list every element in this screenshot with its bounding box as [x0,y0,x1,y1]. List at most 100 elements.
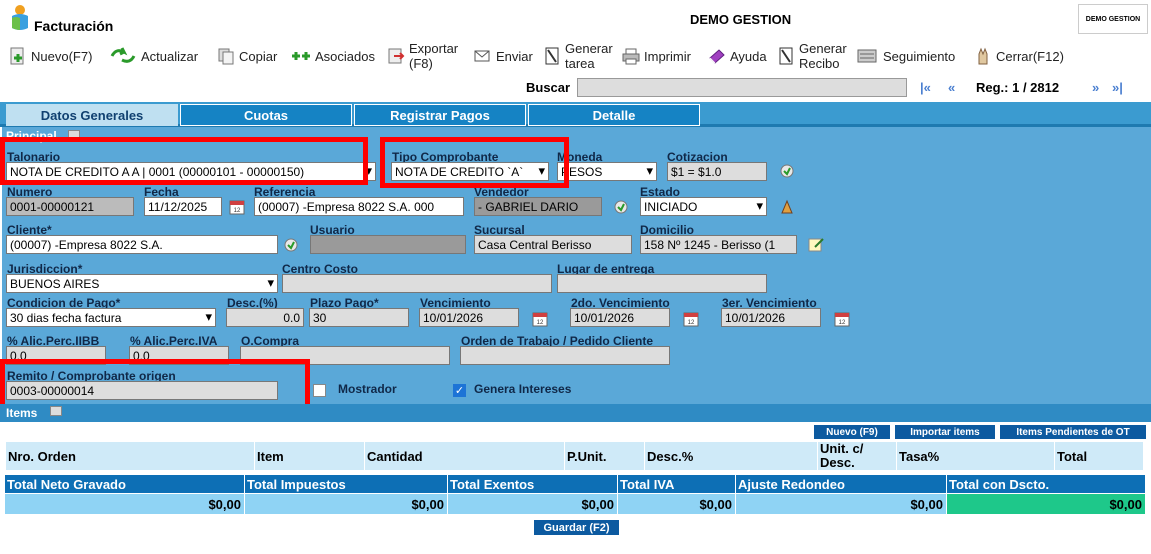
items-pendientes-button[interactable]: Items Pendientes de OT [999,424,1147,440]
mostrador-label: Mostrador [338,382,397,396]
exportar-button[interactable]: Exportar(F8) [386,40,458,72]
total-iva-header: Total IVA [618,475,736,493]
moneda-select[interactable]: PESOS [557,162,657,181]
ajuste-redondeo-value: $0,00 [736,494,947,514]
nav-prev-button[interactable]: « [948,80,956,95]
alic-iva-label: % Alic.Perc.IVA [130,334,218,348]
nuevo-button[interactable]: Nuevo(F7) [8,40,92,72]
edit-address-icon[interactable] [807,235,825,253]
total-impuestos-value: $0,00 [245,494,448,514]
seguimiento-button[interactable]: Seguimiento [856,40,955,72]
domicilio-label: Domicilio [640,223,695,237]
mostrador-checkbox[interactable] [313,384,326,397]
enviar-button[interactable]: Enviar [473,40,533,72]
search-input[interactable] [577,78,907,97]
svg-text:12: 12 [688,320,695,326]
centro-costo-field[interactable] [282,274,552,293]
tab-cuotas[interactable]: Cuotas [180,104,352,126]
lugar-entrega-field[interactable] [557,274,767,293]
cliente-label: Cliente* [7,223,52,237]
nav-last-button[interactable]: »| [1112,80,1123,95]
section-items: Items [6,406,38,420]
total-exentos-value: $0,00 [448,494,618,514]
highlight-remito [0,359,310,410]
vencimiento3-field[interactable]: 10/01/2026 [721,308,821,327]
remito-label: Remito / Comprobante origen [7,369,176,383]
refresh-rate-icon[interactable] [778,162,796,180]
calendar-icon[interactable]: 12 [531,310,549,328]
genera-intereses-label: Genera Intereses [474,382,572,396]
total-dscto-header: Total con Dscto. [947,475,1146,493]
refresh-icon [110,47,136,63]
asociados-button[interactable]: Asociados [288,40,375,72]
genera-intereses-checkbox[interactable]: ✓ [453,384,466,397]
nuevo-item-button[interactable]: Nuevo (F9) [813,424,891,440]
referencia-field[interactable]: (00007) -Empresa 8022 S.A. 000 [254,197,464,216]
vencimiento-field[interactable]: 10/01/2026 [419,308,519,327]
vencimiento2-label: 2do. Vencimiento [571,296,670,310]
svg-text:12: 12 [537,320,544,326]
tipo-comprobante-label: Tipo Comprobante [392,150,499,164]
new-document-icon [10,47,24,65]
items-collapse-toggle[interactable] [50,406,62,416]
usuario-label: Usuario [310,223,355,237]
vencimiento3-label: 3er. Vencimiento [722,296,817,310]
close-hand-icon [978,47,988,65]
desc-field[interactable]: 0.0 [226,308,304,327]
estado-action-icon[interactable] [778,198,796,216]
plazo-pago-field[interactable]: 30 [309,308,409,327]
vendedor-lookup-icon[interactable] [612,198,630,216]
cliente-lookup-icon[interactable] [282,236,300,254]
search-label: Buscar [526,80,571,95]
col-desc: Desc.% [644,441,818,471]
send-icon [474,50,490,62]
tipo-comprobante-select[interactable]: NOTA DE CREDITO `A` [391,162,549,181]
tab-registrar-pagos[interactable]: Registrar Pagos [354,104,526,126]
calendar-icon[interactable]: 12 [682,310,700,328]
col-nro-orden: Nro. Orden [5,441,255,471]
ocompra-label: O.Compra [241,334,300,348]
guardar-button[interactable]: Guardar (F2) [533,519,620,536]
estado-select[interactable]: INICIADO [640,197,767,216]
talonario-select[interactable]: NOTA DE CREDITO A A | 0001 (00000101 - 0… [6,162,376,181]
total-neto-value: $0,00 [5,494,245,514]
cotizacion-field[interactable]: $1 = $1.0 [667,162,767,181]
imprimir-button[interactable]: Imprimir [621,40,691,72]
total-dscto-value: $0,00 [947,494,1146,514]
vencimiento2-field[interactable]: 10/01/2026 [570,308,670,327]
lugar-entrega-label: Lugar de entrega [557,262,655,276]
app-title: Facturación [34,18,114,34]
talonario-label: Talonario [7,150,61,164]
referencia-label: Referencia [254,185,316,199]
calendar-icon[interactable]: 12 [833,310,851,328]
col-total: Total [1054,441,1144,471]
fecha-field[interactable]: 11/12/2025 [144,197,222,216]
task-icon [545,47,559,65]
calendar-icon[interactable]: 12 [228,198,246,216]
nav-first-button[interactable]: |« [920,80,931,95]
remito-field[interactable]: 0003-00000014 [6,381,278,400]
total-iva-value: $0,00 [618,494,736,514]
sucursal-field[interactable]: Casa Central Berisso [474,235,632,254]
nav-next-button[interactable]: » [1092,80,1100,95]
cerrar-button[interactable]: Cerrar(F12) [973,40,1064,72]
alic-iibb-label: % Alic.Perc.IIBB [7,334,100,348]
orden-trabajo-label: Orden de Trabajo / Pedido Cliente [461,334,654,348]
cliente-field[interactable]: (00007) -Empresa 8022 S.A. [6,235,278,254]
condicion-pago-select[interactable]: 30 dias fecha factura [6,308,216,327]
actualizar-button[interactable]: Actualizar [108,40,198,72]
orden-trabajo-field[interactable] [460,346,670,365]
ayuda-button[interactable]: Ayuda [707,40,767,72]
centro-costo-label: Centro Costo [282,262,358,276]
app-logo-icon [12,5,28,30]
col-cantidad: Cantidad [364,441,565,471]
copiar-button[interactable]: Copiar [216,40,277,72]
tab-detalle[interactable]: Detalle [528,104,700,126]
tab-datos-generales[interactable]: Datos Generales [6,104,178,126]
importar-items-button[interactable]: Importar items [894,424,996,440]
jurisdiccion-select[interactable]: BUENOS AIRES [6,274,278,293]
domicilio-field[interactable]: 158 Nº 1245 - Berisso (1 [640,235,797,254]
